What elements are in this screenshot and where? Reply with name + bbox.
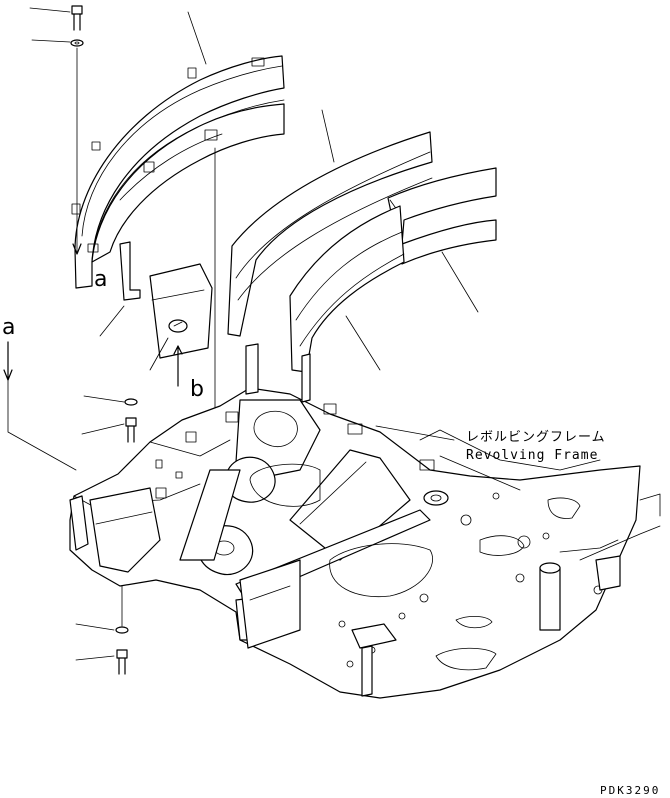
leader-cover-right-lower (345, 315, 381, 371)
leader-cover-right-upper (321, 109, 335, 163)
callout-a-left: a (2, 315, 15, 340)
arrow-up-icon (173, 345, 183, 387)
bolt-low-left (75, 649, 128, 675)
arrow-down-a-icon (3, 341, 13, 381)
bracket-a (99, 241, 141, 337)
counterweight-cover-right-lower (289, 205, 405, 373)
leader-cover-left (187, 11, 207, 65)
counterweight-cover-left (71, 55, 285, 289)
counterweight-cover-right-upper (227, 131, 497, 337)
frame-name-en: Revolving Frame (466, 448, 598, 463)
washer-top-left (31, 39, 84, 47)
bolt-mid-left (81, 417, 137, 443)
cover-plate-b (149, 263, 213, 371)
leader-frame-name (375, 425, 455, 441)
washer-mid-left (83, 395, 138, 406)
leader-cover-right-far (441, 251, 479, 313)
callout-b-upper: b (190, 377, 204, 402)
bolt-top-left (29, 5, 83, 31)
frame-name-jp: レボルビングフレーム (466, 430, 606, 445)
callout-a-line (7, 379, 77, 471)
washer-low-left (75, 623, 129, 634)
drawing-code: PDK3290 (600, 784, 660, 797)
revolving-frame (69, 343, 661, 699)
arrow-down-icon (72, 243, 82, 255)
callout-a-bracket: a (94, 267, 107, 292)
